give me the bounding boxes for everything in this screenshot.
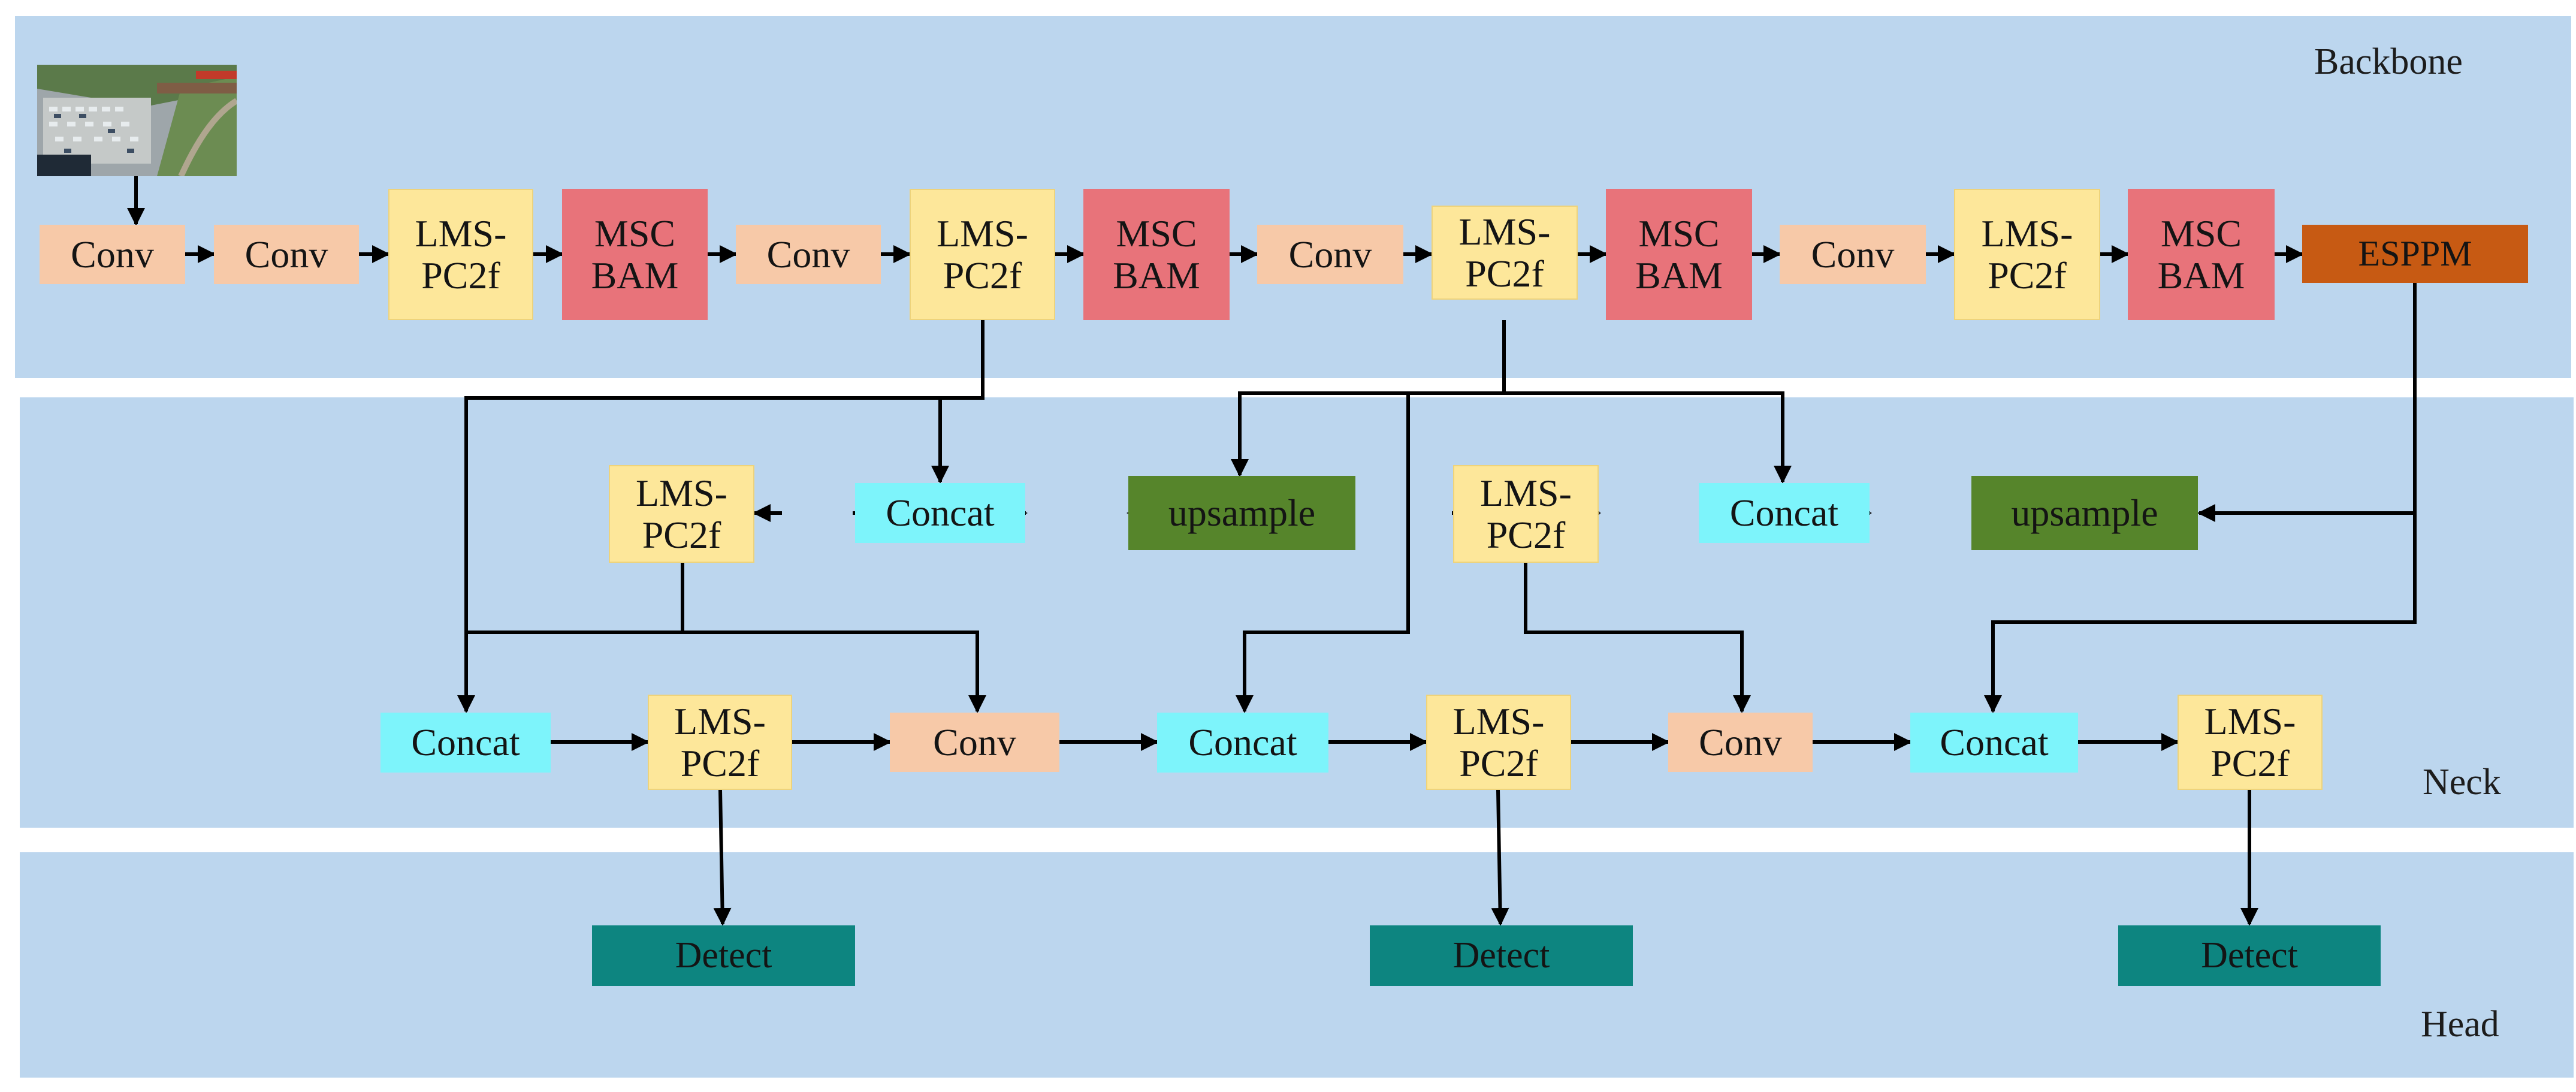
backbone-conv-1: Conv [40,225,185,284]
backbone-conv-5: Conv [1780,225,1926,284]
neck-concat-up-1: Concat [855,483,1025,543]
neck-concat-down-3: Concat [1910,713,2078,773]
neck-concat-up-2: Concat [1699,483,1870,543]
backbone-label: Backbone [2314,41,2463,82]
detect-head-1: Detect [592,925,855,986]
backbone-esppm: ESPPM [2302,225,2528,283]
neck-lms-pc2f-down-3: LMS-PC2f [2178,695,2323,790]
neck-concat-down-1: Concat [380,713,551,773]
aerial-photo-icon [37,65,237,176]
detect-head-3: Detect [2118,925,2381,986]
neck-conv-down-1: Conv [890,713,1059,772]
backbone-lms-pc2f-3: LMS-PC2f [1432,206,1578,300]
backbone-conv-4: Conv [1257,225,1403,284]
backbone-lms-pc2f-1: LMS-PC2f [388,189,533,320]
neck-upsample-2: upsample [1971,476,2198,550]
head-label: Head [2421,1004,2499,1045]
backbone-conv-2: Conv [214,225,359,284]
neck-conv-down-2: Conv [1668,713,1813,772]
neck-lms-pc2f-up-2: LMS-PC2f [1453,465,1599,563]
neck-lms-pc2f-down-2: LMS-PC2f [1426,695,1571,790]
neck-upsample-1: upsample [1128,476,1355,550]
detect-head-2: Detect [1370,925,1633,986]
neck-concat-down-2: Concat [1157,713,1328,773]
input-image [37,65,237,176]
backbone-lms-pc2f-2: LMS-PC2f [910,189,1055,320]
neck-lms-pc2f-down-1: LMS-PC2f [648,695,792,790]
backbone-lms-pc2f-4: LMS-PC2f [1954,189,2100,320]
backbone-conv-3: Conv [736,225,881,284]
neck-label: Neck [2423,762,2501,803]
neck-lms-pc2f-up-1: LMS-PC2f [609,465,754,563]
